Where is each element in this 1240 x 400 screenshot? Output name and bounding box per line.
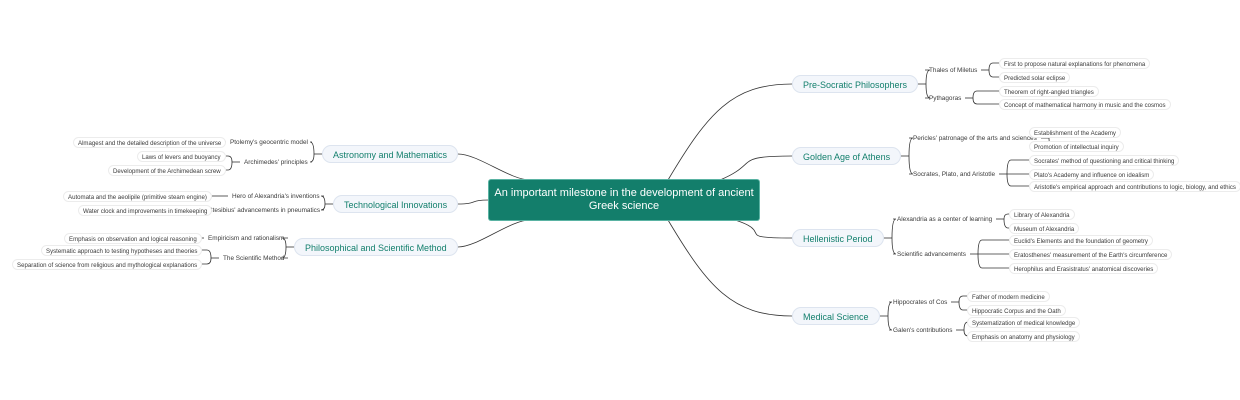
leaf-node[interactable]: Water clock and improvements in timekeep… xyxy=(78,204,213,216)
subtopic-node[interactable]: Pericles' patronage of the arts and scie… xyxy=(913,134,1037,142)
connector-branch xyxy=(202,257,212,265)
leaf-node[interactable]: Aristotle's empirical approach and contr… xyxy=(1029,180,1240,192)
connector-branch xyxy=(958,295,967,303)
subtopic-node[interactable]: Thales of Miletus xyxy=(929,66,978,74)
connector-branch xyxy=(1006,173,1029,187)
leaf-node[interactable]: Automata and the aeolipile (primitive st… xyxy=(63,190,212,202)
connector-root-branch xyxy=(719,155,793,181)
leaf-node[interactable]: Laws of levers and buoyancy xyxy=(137,150,226,162)
leaf-node[interactable]: Development of the Archimedean screw xyxy=(108,164,226,176)
leaf-node[interactable]: Emphasis on observation and logical reas… xyxy=(64,232,202,244)
subtopic-node[interactable]: Pythagoras xyxy=(929,94,962,102)
leaf-node[interactable]: Socrates' method of questioning and crit… xyxy=(1029,154,1180,166)
leaf-node[interactable]: Systematization of medical knowledge xyxy=(967,316,1081,328)
leaf-node[interactable]: Emphasis on anatomy and physiology xyxy=(967,330,1080,342)
branch-pre-socratic-philosophers[interactable]: Pre-Socratic Philosophers xyxy=(792,75,919,93)
leaf-node[interactable]: Father of modern medicine xyxy=(967,290,1050,302)
subtopic-node[interactable]: Ptolemy's geocentric model xyxy=(230,138,308,146)
leaf-node[interactable]: Plato's Academy and influence on idealis… xyxy=(1029,168,1155,180)
subtopic-node[interactable]: Empiricism and rationalism xyxy=(208,234,285,242)
leaf-node[interactable]: Museum of Alexandria xyxy=(1009,222,1080,234)
connector-root-branch xyxy=(734,219,793,239)
leaf-node[interactable]: Euclid's Elements and the foundation of … xyxy=(1009,234,1153,246)
subtopic-node[interactable]: Archimedes' principles xyxy=(244,158,308,166)
leaf-node[interactable]: Eratosthenes' measurement of the Earth's… xyxy=(1009,248,1173,260)
connector-branch xyxy=(977,239,1009,255)
branch-hellenistic-period[interactable]: Hellenistic Period xyxy=(792,229,884,247)
connector-branch xyxy=(958,301,967,311)
leaf-node[interactable]: Hippocratic Corpus and the Oath xyxy=(967,304,1066,316)
subtopic-node[interactable]: Scientific advancements xyxy=(897,250,966,258)
connector-branch xyxy=(988,69,999,78)
connector-branch xyxy=(972,97,999,105)
leaf-node[interactable]: Almagest and the detailed description of… xyxy=(73,136,227,148)
branch-golden-age-of-athens[interactable]: Golden Age of Athens xyxy=(792,147,902,165)
subtopic-node[interactable]: Galen's contributions xyxy=(893,326,953,334)
connector-branch xyxy=(988,62,999,71)
leaf-node[interactable]: Systematic approach to testing hypothese… xyxy=(41,244,203,256)
leaf-node[interactable]: Theorem of right-angled triangles xyxy=(999,85,1099,97)
subtopic-node[interactable]: Hero of Alexandria's inventions xyxy=(232,192,320,200)
leaf-node[interactable]: First to propose natural explanations fo… xyxy=(999,57,1151,69)
connector-root-branch xyxy=(457,199,490,205)
leaf-node[interactable]: Predicted solar eclipse xyxy=(999,71,1071,83)
connector-root-branch xyxy=(667,219,793,317)
leaf-node[interactable]: Establishment of the Academy xyxy=(1029,126,1121,138)
connector-branch xyxy=(226,155,233,163)
leaf-node[interactable]: Separation of science from religious and… xyxy=(12,258,203,270)
root-topic-label: An important milestone in the developmen… xyxy=(494,187,754,212)
connector-root-branch xyxy=(457,153,531,181)
branch-astronomy-and-mathematics[interactable]: Astronomy and Mathematics xyxy=(322,145,459,163)
connector-branch xyxy=(202,249,212,259)
branch-philosophical-and-scientific-method[interactable]: Philosophical and Scientific Method xyxy=(294,238,458,256)
subtopic-node[interactable]: Ctesibius' advancements in pneumatics xyxy=(208,206,321,214)
connector-branch xyxy=(977,253,1009,269)
subtopic-node[interactable]: Socrates, Plato, and Aristotle xyxy=(913,170,996,178)
subtopic-node[interactable]: Hippocrates of Cos xyxy=(893,298,948,306)
branch-technological-innovations[interactable]: Technological Innovations xyxy=(333,195,459,213)
leaf-node[interactable]: Herophilus and Erasistratus' anatomical … xyxy=(1009,262,1159,274)
connector-branch xyxy=(1006,159,1029,175)
leaf-node[interactable]: Concept of mathematical harmony in music… xyxy=(999,98,1171,110)
branch-medical-science[interactable]: Medical Science xyxy=(792,307,880,325)
connector-root-branch xyxy=(667,83,793,181)
subtopic-node[interactable]: Alexandria as a center of learning xyxy=(897,215,993,223)
connector-branch xyxy=(972,90,999,99)
leaf-node[interactable]: Library of Alexandria xyxy=(1009,208,1075,220)
connector-root-branch xyxy=(457,219,531,248)
leaf-node[interactable]: Promotion of intellectual inquiry xyxy=(1029,140,1124,152)
connector-branch xyxy=(226,161,233,171)
root-topic[interactable]: An important milestone in the developmen… xyxy=(489,180,759,220)
subtopic-node[interactable]: The Scientific Method xyxy=(223,254,285,262)
